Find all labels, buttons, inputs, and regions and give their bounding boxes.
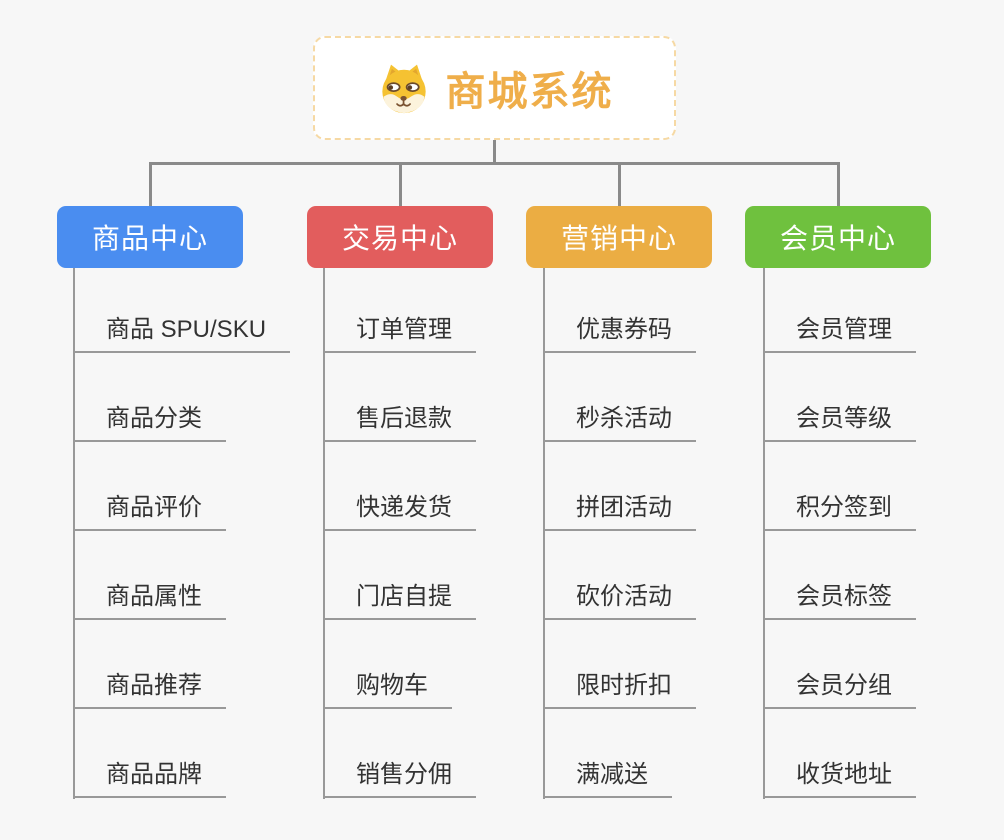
leaf-node[interactable]: 销售分佣 bbox=[323, 709, 476, 798]
leaf-node[interactable]: 会员等级 bbox=[763, 353, 916, 442]
leaf-node[interactable]: 会员管理 bbox=[763, 264, 916, 353]
connector-trunk-4 bbox=[763, 268, 765, 799]
leaf-node[interactable]: 拼团活动 bbox=[543, 442, 696, 531]
leaf-node[interactable]: 商品分类 bbox=[73, 353, 290, 442]
leaf-label[interactable]: 商品品牌 bbox=[73, 754, 226, 798]
leaf-label[interactable]: 快递发货 bbox=[323, 487, 476, 531]
leaf-label[interactable]: 商品分类 bbox=[73, 398, 226, 442]
connector-drop-3 bbox=[618, 162, 621, 207]
leaf-label[interactable]: 限时折扣 bbox=[543, 665, 696, 709]
connector-drop-2 bbox=[399, 162, 402, 207]
leaf-column-trade: 订单管理 售后退款 快递发货 门店自提 购物车 销售分佣 bbox=[323, 264, 476, 798]
leaf-label[interactable]: 优惠券码 bbox=[543, 309, 696, 353]
leaf-label[interactable]: 商品属性 bbox=[73, 576, 226, 620]
leaf-node[interactable]: 门店自提 bbox=[323, 531, 476, 620]
leaf-label[interactable]: 购物车 bbox=[323, 665, 452, 709]
leaf-node[interactable]: 商品属性 bbox=[73, 531, 290, 620]
leaf-node[interactable]: 收货地址 bbox=[763, 709, 916, 798]
branch-node-trade-center[interactable]: 交易中心 bbox=[307, 206, 493, 268]
connector-trunk-2 bbox=[323, 268, 325, 799]
leaf-label[interactable]: 会员管理 bbox=[763, 309, 916, 353]
connector-drop-4 bbox=[837, 162, 840, 207]
leaf-node[interactable]: 限时折扣 bbox=[543, 620, 696, 709]
connector-drop-1 bbox=[149, 162, 152, 207]
leaf-node[interactable]: 商品 SPU/SKU bbox=[73, 264, 291, 353]
leaf-node[interactable]: 满减送 bbox=[543, 709, 696, 798]
leaf-label[interactable]: 订单管理 bbox=[323, 309, 476, 353]
leaf-label[interactable]: 秒杀活动 bbox=[543, 398, 696, 442]
branch-label: 交易中心 bbox=[341, 223, 458, 254]
leaf-node[interactable]: 优惠券码 bbox=[543, 264, 696, 353]
branch-node-product-center[interactable]: 商品中心 bbox=[57, 206, 243, 268]
leaf-node[interactable]: 售后退款 bbox=[323, 353, 476, 442]
connector-trunk-1 bbox=[73, 268, 75, 799]
leaf-column-marketing: 优惠券码 秒杀活动 拼团活动 砍价活动 限时折扣 满减送 bbox=[543, 264, 696, 798]
leaf-node[interactable]: 商品评价 bbox=[73, 442, 290, 531]
branch-label: 会员中心 bbox=[779, 223, 896, 254]
leaf-label[interactable]: 商品推荐 bbox=[73, 665, 226, 709]
leaf-label[interactable]: 会员分组 bbox=[763, 665, 916, 709]
leaf-node[interactable]: 会员标签 bbox=[763, 531, 916, 620]
branch-node-member-center[interactable]: 会员中心 bbox=[745, 206, 931, 268]
leaf-node[interactable]: 砍价活动 bbox=[543, 531, 696, 620]
leaf-label[interactable]: 会员标签 bbox=[763, 576, 916, 620]
leaf-label[interactable]: 会员等级 bbox=[763, 398, 916, 442]
leaf-label[interactable]: 商品评价 bbox=[73, 487, 226, 531]
leaf-node[interactable]: 快递发货 bbox=[323, 442, 476, 531]
connector-root-stem bbox=[493, 140, 496, 163]
leaf-label[interactable]: 砍价活动 bbox=[543, 576, 696, 620]
leaf-node[interactable]: 订单管理 bbox=[323, 264, 476, 353]
leaf-node[interactable]: 商品品牌 bbox=[73, 709, 290, 798]
leaf-node[interactable]: 购物车 bbox=[323, 620, 476, 709]
leaf-node[interactable]: 秒杀活动 bbox=[543, 353, 696, 442]
branch-label: 营销中心 bbox=[560, 223, 677, 254]
root-title: 商城系统 bbox=[445, 70, 614, 114]
leaf-label[interactable]: 拼团活动 bbox=[543, 487, 696, 531]
shiba-dog-icon bbox=[381, 64, 426, 114]
branch-node-marketing-center[interactable]: 营销中心 bbox=[526, 206, 712, 268]
leaf-label[interactable]: 售后退款 bbox=[323, 398, 476, 442]
leaf-node[interactable]: 商品推荐 bbox=[73, 620, 290, 709]
leaf-label[interactable]: 收货地址 bbox=[763, 754, 916, 798]
leaf-label[interactable]: 满减送 bbox=[543, 754, 672, 798]
leaf-label[interactable]: 商品 SPU/SKU bbox=[73, 309, 291, 353]
leaf-node[interactable]: 积分签到 bbox=[763, 442, 916, 531]
connector-trunk-3 bbox=[543, 268, 545, 799]
leaf-column-product: 商品 SPU/SKU 商品分类 商品评价 商品属性 商品推荐 商品品牌 bbox=[73, 264, 291, 798]
branch-label: 商品中心 bbox=[91, 223, 208, 254]
connector-horizontal-rail bbox=[149, 162, 840, 165]
leaf-label[interactable]: 门店自提 bbox=[323, 576, 476, 620]
root-node[interactable]: 商城系统 bbox=[313, 36, 676, 140]
leaf-label[interactable]: 销售分佣 bbox=[323, 754, 476, 798]
leaf-column-member: 会员管理 会员等级 积分签到 会员标签 会员分组 收货地址 bbox=[763, 264, 916, 798]
leaf-label[interactable]: 积分签到 bbox=[763, 487, 916, 531]
leaf-node[interactable]: 会员分组 bbox=[763, 620, 916, 709]
